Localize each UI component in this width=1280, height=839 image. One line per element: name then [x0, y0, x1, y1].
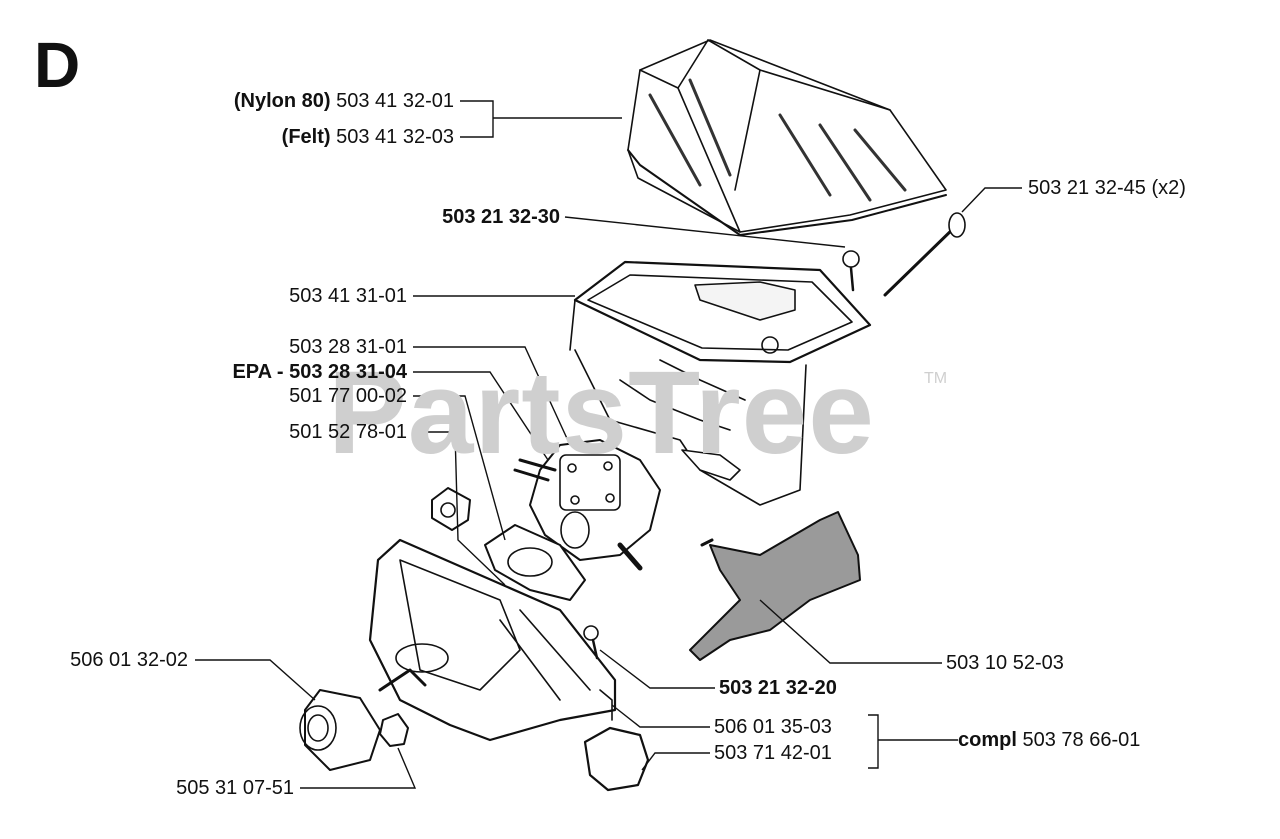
label-gasket: 501 77 00-02: [289, 385, 407, 407]
label-grommet: 501 52 78-01: [289, 421, 407, 443]
watermark-trademark: TM: [924, 370, 948, 387]
epa-part: 503 28 31-04: [289, 361, 407, 383]
watermark: PartsTree: [328, 347, 875, 479]
label-cap: 503 71 42-01: [714, 742, 832, 764]
section-letter: D: [34, 29, 81, 101]
leader-lines: [195, 100, 1022, 789]
bracket-drawing: [689, 511, 861, 661]
epa-prefix: EPA -: [232, 361, 290, 383]
label-epa-carburetor: EPA - 503 28 31-04: [232, 360, 407, 384]
label-nut: 505 31 07-51: [176, 777, 294, 799]
felt-prefix: (Felt): [281, 126, 331, 148]
intake-cylinder-drawing: [299, 689, 381, 771]
screws-drawing: [583, 212, 966, 660]
label-screw-bottom: 503 21 32-20: [719, 677, 837, 699]
label-filter-holder: 503 41 31-01: [289, 285, 407, 307]
carburetor-drawing: [513, 439, 661, 571]
label-intake: 506 01 32-02: [70, 649, 188, 671]
intake-housing-drawing: [368, 538, 617, 742]
compl-part: 503 78 66-01: [1022, 729, 1141, 751]
label-nylon-filter: (Nylon 80) 503 41 32-01: [234, 89, 454, 113]
grommet-drawing: [431, 487, 471, 531]
label-bracket: 503 10 52-03: [946, 652, 1064, 674]
compl-prefix: compl: [958, 729, 1017, 751]
label-housing: 506 01 35-03: [714, 716, 832, 738]
air-filter-drawing: [627, 39, 947, 236]
nylon-prefix: (Nylon 80): [233, 90, 331, 112]
cap-drawing: [583, 726, 650, 792]
felt-part: 503 41 32-03: [336, 126, 454, 148]
nut-drawing: [379, 713, 409, 747]
label-compl: compl 503 78 66-01: [958, 728, 1140, 752]
label-felt-filter: (Felt) 503 41 32-03: [282, 125, 454, 149]
nylon-part: 503 41 32-01: [336, 90, 454, 112]
filter-holder-drawing: [569, 260, 872, 506]
label-screw-long: 503 21 32-45 (x2): [1028, 177, 1186, 199]
gasket-drawing: [484, 524, 586, 601]
label-screw-small: 503 21 32-30: [442, 206, 560, 228]
label-carburetor: 503 28 31-01: [289, 336, 407, 358]
